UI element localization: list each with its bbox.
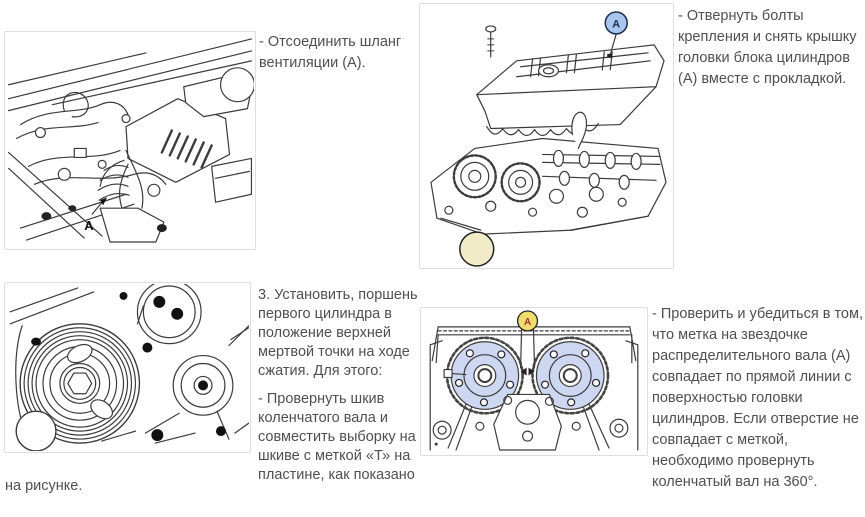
caption-bottom-left: 3. Установить, поршень первого цилиндра … xyxy=(258,286,418,485)
valve-cover-drawing: A xyxy=(430,11,667,267)
caption-line: шкиве с меткой «Т» на xyxy=(258,448,411,464)
caption-line: коленчатого вала и xyxy=(258,410,388,426)
caption-line: - Отвернуть болты xyxy=(678,8,804,24)
caption-line: вентиляции (А). xyxy=(259,55,366,71)
caption-line: первого цилиндра в xyxy=(258,306,392,322)
caption-line: крепления и снять крышку xyxy=(678,29,857,45)
engine-bay-drawing: A xyxy=(7,38,254,243)
caption-line: (А) вместе с прокладкой. xyxy=(678,71,847,87)
marker-balloon-a-blue: A xyxy=(604,11,628,35)
figure-cam-sprockets: A xyxy=(420,307,648,456)
caption-paragraph-1: 3. Установить, поршень первого цилиндра … xyxy=(258,286,418,381)
caption-line: что метка на звездочке xyxy=(652,327,808,343)
figure-crank-pulley xyxy=(4,282,251,453)
caption-line: цилиндров. Если отверстие не xyxy=(652,411,859,427)
marker-balloon-a-yellow: A xyxy=(516,310,539,332)
caption-line: необходимо провернуть xyxy=(652,453,815,469)
caption-line: совпадает по прямой линии с xyxy=(652,369,852,385)
crank-pulley-drawing xyxy=(9,284,249,451)
caption-top-right: - Отвернуть болты крепления и снять крыш… xyxy=(678,6,857,90)
caption-line: - Провернуть шкив xyxy=(258,391,385,407)
figure-engine-bay: A xyxy=(4,31,256,250)
caption-line: головки блока цилиндров xyxy=(678,50,850,66)
caption-paragraph-2: - Провернуть шкив коленчатого вала и сов… xyxy=(258,390,418,485)
caption-bottom-right: - Проверить и убедиться в том, что метка… xyxy=(652,304,863,493)
caption-line: совместить выборку на xyxy=(258,429,416,445)
marker-letter: A xyxy=(524,317,531,328)
caption-line: совпадает с меткой, xyxy=(652,432,789,448)
caption-top-left: - Отсоединить шланг вентиляции (А). xyxy=(259,32,401,74)
caption-line: на рисунке. xyxy=(5,478,83,494)
marker-letter: A xyxy=(612,18,620,30)
caption-line: поверхностью головки xyxy=(652,390,803,406)
caption-bottom-left-overflow: на рисунке. xyxy=(5,477,82,496)
caption-line: положение верхней xyxy=(258,325,392,341)
caption-line: пластине, как показано xyxy=(258,467,415,483)
caption-line: коленчатый вал на 360°. xyxy=(652,474,818,490)
caption-line: - Отсоединить шланг xyxy=(259,34,402,50)
figure-valve-cover: A xyxy=(419,3,674,269)
caption-line: 3. Установить, поршень xyxy=(258,287,418,303)
caption-line: сжатия. Для этого: xyxy=(258,363,383,379)
figure1-label-a: A xyxy=(84,218,93,233)
caption-line: мертвой точки на ходе xyxy=(258,344,410,360)
cam-sprockets-drawing: A xyxy=(429,310,639,451)
caption-line: распределительного вала (А) xyxy=(652,348,851,364)
caption-line: - Проверить и убедиться в том, xyxy=(652,306,863,322)
